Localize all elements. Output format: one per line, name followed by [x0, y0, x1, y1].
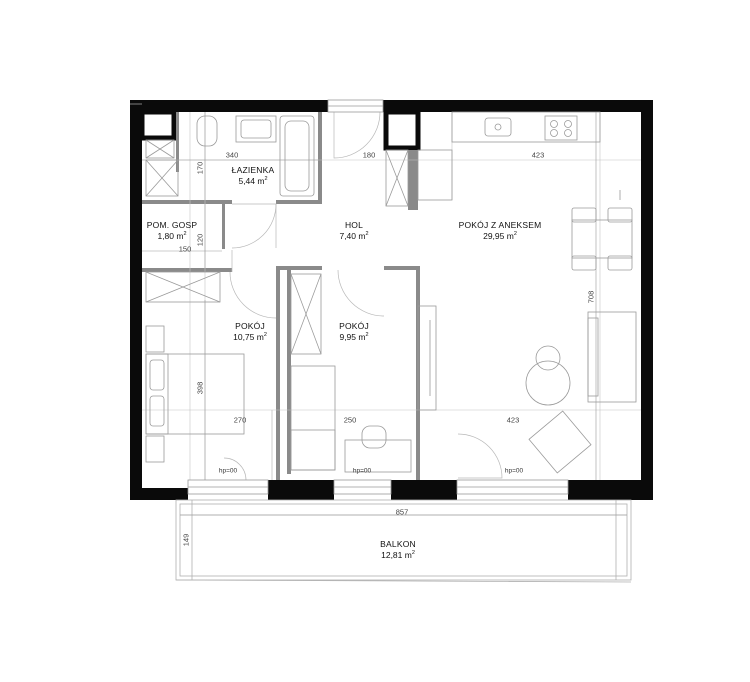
- dimension-label: 250: [343, 415, 357, 425]
- dimension-label: 857: [395, 507, 409, 517]
- room-label-pokoj-z-aneksem: POKÓJ Z ANEKSEM 29,95 m2: [458, 220, 542, 241]
- room-label-pokoj-2: POKÓJ 9,95 m2: [339, 321, 369, 342]
- room-area: 10,75 m2: [233, 331, 267, 342]
- dimension-label: 270: [233, 415, 247, 425]
- living-furniture: [525, 190, 637, 474]
- dimension-label: 180: [362, 150, 376, 160]
- threshold-label: hp=00: [352, 467, 372, 475]
- dimension-label: 150: [178, 244, 192, 254]
- room-area: 9,95 m2: [339, 331, 369, 342]
- room-name: POKÓJ Z ANEKSEM: [458, 220, 542, 230]
- room-area: 29,95 m2: [483, 230, 517, 241]
- room-name: HOL: [344, 220, 364, 230]
- room-name: ŁAZIENKA: [231, 165, 275, 175]
- door-swings: [223, 111, 503, 481]
- dimension-label: 423: [506, 415, 520, 425]
- bedroom-furniture: [145, 300, 437, 473]
- threshold-label: hp=00: [504, 467, 524, 475]
- room-area: 5,44 m2: [238, 175, 268, 186]
- room-name: POKÓJ: [235, 321, 265, 331]
- room-area: 12,81 m2: [381, 549, 415, 560]
- room-name: POKÓJ: [339, 321, 369, 331]
- room-name: BALKON: [380, 539, 416, 549]
- room-label-pom-gosp: POM. GOSP 1,80 m2: [146, 220, 198, 241]
- dimension-label: 398: [195, 381, 205, 395]
- kitchen-counter: [417, 111, 601, 201]
- dimension-label: 340: [225, 150, 239, 160]
- dimension-label: 423: [531, 150, 545, 160]
- guide-lines: [142, 112, 641, 480]
- windows: [130, 99, 569, 495]
- bathroom-fixtures: [145, 115, 409, 355]
- dimension-label: 149: [181, 533, 191, 547]
- interior-partitions: [142, 112, 420, 480]
- room-label-lazienka: ŁAZIENKA 5,44 m2: [231, 165, 275, 186]
- room-area: 7,40 m2: [339, 230, 369, 241]
- room-label-hol: HOL 7,40 m2: [339, 220, 369, 241]
- dimension-label: 170: [195, 161, 205, 175]
- room-area: 1,80 m2: [157, 230, 187, 241]
- threshold-label: hp=00: [218, 467, 238, 475]
- room-label-pokoj-1: POKÓJ 10,75 m2: [233, 321, 267, 342]
- dimension-label: 120: [195, 233, 205, 247]
- dimension-label: 708: [586, 290, 596, 304]
- dimension-lines: [142, 112, 627, 516]
- room-label-balkon: BALKON 12,81 m2: [380, 539, 416, 560]
- room-name: POM. GOSP: [146, 220, 198, 230]
- exterior-walls: [130, 100, 653, 500]
